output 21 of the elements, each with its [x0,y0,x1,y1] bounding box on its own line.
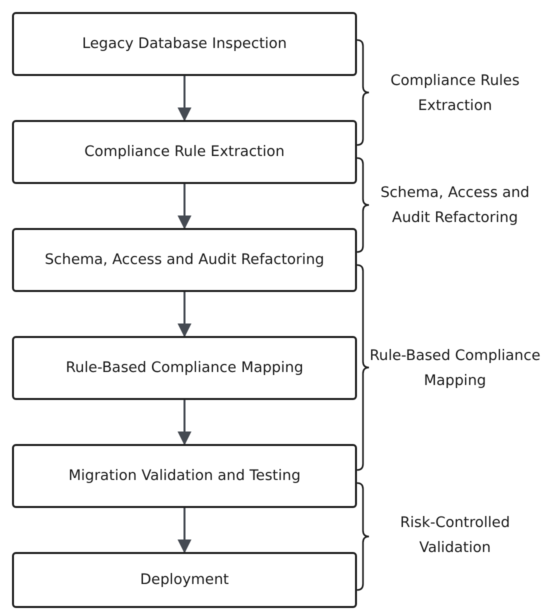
process-box [12,228,357,292]
process-box [12,552,357,608]
process-box [12,12,357,76]
phase-label: Schema, Access and Audit Refactoring [379,184,531,228]
arrow [178,184,192,230]
step-text: Rule-Based Compliance Mapping [66,360,304,376]
process-box [12,120,357,184]
phase-label: Compliance Rules Extraction [389,72,521,116]
step-text: Migration Validation and Testing [68,468,301,484]
step-text: Legacy Database Inspection [82,36,287,52]
process-box [12,444,357,508]
arrow [178,400,192,446]
process-box [12,336,357,400]
step-text: Deployment [140,572,229,588]
arrow [178,292,192,338]
phase-label: Rule-Based Compliance Mapping [369,347,541,391]
step-text: Compliance Rule Extraction [84,144,285,160]
phase-label: Risk-Controlled Validation [399,514,511,558]
step-text: Schema, Access and Audit Refactoring [44,252,324,268]
arrow [178,508,192,554]
arrow [178,76,192,122]
